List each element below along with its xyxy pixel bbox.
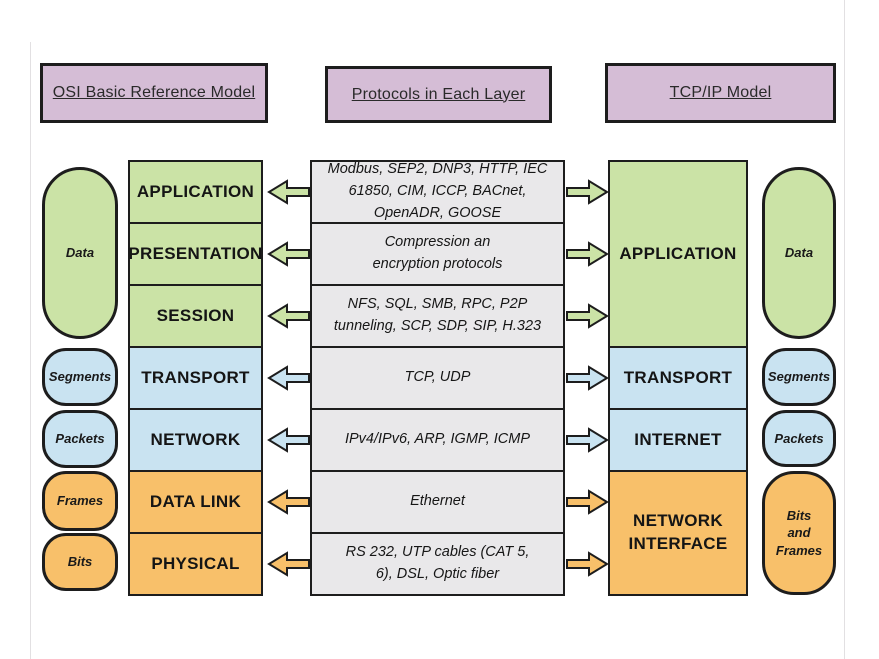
protocols-transport-row: TCP, UDP: [310, 346, 565, 410]
osi-layer-physical-label: PHYSICAL: [151, 553, 240, 573]
tcpip-layer-application-label: APPLICATION: [619, 243, 737, 263]
arrow-right-icon: [565, 178, 609, 206]
left-unit-frames-label: Frames: [56, 493, 104, 509]
protocols-application-text: Modbus, SEP2, DNP3, HTTP, IEC 61850, CIM…: [327, 161, 548, 221]
tcpip-layer-network-interface-label: NETWORK INTERFACE: [628, 511, 728, 553]
osi-layer-network-label: NETWORK: [150, 429, 241, 449]
right-unit-bits-frames-label: Bits and Frames: [775, 507, 823, 558]
osi-layer-transport: TRANSPORT: [128, 346, 263, 410]
right-unit-data: Data: [762, 167, 836, 339]
arrow-right-icon: [565, 240, 609, 268]
arrow-left-icon: [267, 488, 311, 516]
protocols-physical-text: RS 232, UTP cables (CAT 5, 6), DSL, Opti…: [345, 544, 530, 582]
protocols-session-row: NFS, SQL, SMB, RPC, P2P tunneling, SCP, …: [310, 284, 565, 348]
protocols-datalink-text: Ethernet: [410, 493, 465, 510]
header-tcpip-model: TCP/IP Model: [605, 63, 836, 123]
protocols-physical-row: RS 232, UTP cables (CAT 5, 6), DSL, Opti…: [310, 532, 565, 596]
right-unit-packets-label: Packets: [774, 430, 824, 446]
arrow-right-icon: [565, 426, 609, 454]
left-unit-segments-label: Segments: [48, 369, 112, 385]
protocols-session-text: NFS, SQL, SMB, RPC, P2P tunneling, SCP, …: [333, 296, 542, 334]
left-unit-segments: Segments: [42, 348, 118, 406]
arrow-right-icon: [565, 550, 609, 578]
right-unit-packets: Packets: [762, 410, 836, 467]
osi-layer-physical: PHYSICAL: [128, 532, 263, 596]
tcpip-layer-internet-label: INTERNET: [634, 429, 722, 449]
header-protocols-label: Protocols in Each Layer: [351, 85, 526, 103]
left-unit-packets-label: Packets: [55, 431, 105, 447]
protocols-presentation-text: Compression an encryption protocols: [372, 234, 503, 272]
left-unit-packets: Packets: [42, 410, 118, 468]
arrow-right-icon: [565, 364, 609, 392]
osi-layer-session-label: SESSION: [156, 305, 235, 325]
tcpip-layer-network-interface: NETWORK INTERFACE: [608, 470, 748, 596]
osi-layer-datalink: DATA LINK: [128, 470, 263, 534]
header-osi-model: OSI Basic Reference Model: [40, 63, 268, 123]
arrow-left-icon: [267, 364, 311, 392]
arrow-left-icon: [267, 550, 311, 578]
arrow-left-icon: [267, 426, 311, 454]
header-osi-model-label: OSI Basic Reference Model: [52, 84, 256, 101]
header-protocols: Protocols in Each Layer: [325, 66, 552, 123]
photo-edge-line-right: [844, 0, 845, 659]
osi-layer-session: SESSION: [128, 284, 263, 348]
right-unit-segments-label: Segments: [767, 369, 831, 385]
osi-layer-datalink-label: DATA LINK: [149, 491, 242, 511]
left-unit-bits-label: Bits: [67, 554, 93, 570]
left-unit-bits: Bits: [42, 533, 118, 591]
arrow-right-icon: [565, 488, 609, 516]
arrow-right-icon: [565, 302, 609, 330]
protocols-network-text: IPv4/IPv6, ARP, IGMP, ICMP: [344, 431, 531, 448]
osi-layer-network: NETWORK: [128, 408, 263, 472]
protocols-datalink-row: Ethernet: [310, 470, 565, 534]
protocols-application-row: Modbus, SEP2, DNP3, HTTP, IEC 61850, CIM…: [310, 160, 565, 224]
photo-edge-line-left: [30, 42, 31, 659]
arrow-left-icon: [267, 302, 311, 330]
osi-layer-application: APPLICATION: [128, 160, 263, 224]
osi-layer-presentation-label: PRESENTATION: [128, 243, 263, 263]
arrow-left-icon: [267, 178, 311, 206]
left-unit-frames: Frames: [42, 471, 118, 531]
protocols-transport-text: TCP, UDP: [404, 369, 471, 386]
tcpip-layer-internet: INTERNET: [608, 408, 748, 472]
left-unit-data-label: Data: [65, 245, 95, 261]
protocols-network-row: IPv4/IPv6, ARP, IGMP, ICMP: [310, 408, 565, 472]
osi-layer-transport-label: TRANSPORT: [141, 367, 250, 387]
tcpip-layer-transport-label: TRANSPORT: [623, 367, 733, 387]
header-tcpip-model-label: TCP/IP Model: [669, 84, 772, 101]
right-unit-segments: Segments: [762, 348, 836, 406]
right-unit-data-label: Data: [784, 245, 814, 261]
osi-layer-application-label: APPLICATION: [136, 181, 255, 201]
right-unit-bits-frames: Bits and Frames: [762, 471, 836, 595]
tcpip-layer-application: APPLICATION: [608, 160, 748, 348]
tcpip-layer-transport: TRANSPORT: [608, 346, 748, 410]
protocols-presentation-row: Compression an encryption protocols: [310, 222, 565, 286]
left-unit-data: Data: [42, 167, 118, 339]
arrow-left-icon: [267, 240, 311, 268]
osi-layer-presentation: PRESENTATION: [128, 222, 263, 286]
